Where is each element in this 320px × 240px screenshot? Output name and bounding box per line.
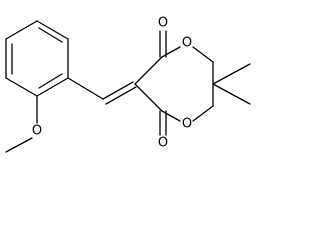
atom-labels: O O O O O <box>32 16 192 151</box>
aromatic-inner-bond <box>38 73 63 89</box>
oxygen-atom-label: O <box>158 136 168 151</box>
ring-bond <box>192 105 214 122</box>
methoxy-bond <box>5 137 33 153</box>
ring-bond <box>36 77 69 97</box>
molecule-drawing: O O O O O <box>5 16 251 153</box>
aromatic-inner-bond <box>38 27 63 43</box>
ring-bond <box>36 20 69 40</box>
oxygen-atom-label: O <box>182 117 192 132</box>
exocyclic-double-bond <box>105 86 137 105</box>
ring-bond <box>134 56 163 85</box>
bond-lines <box>5 20 251 153</box>
oxygen-atom-label: O <box>32 124 42 139</box>
ring-bond <box>5 77 38 97</box>
ring-bond <box>161 110 181 122</box>
methyl-bond <box>212 63 251 85</box>
ring-bond <box>5 20 38 40</box>
ring-bond <box>161 46 181 58</box>
ring-bond <box>134 83 163 112</box>
methyl-bond <box>212 83 251 105</box>
exocyclic-double-bond <box>102 81 134 100</box>
ring-bond <box>192 46 214 63</box>
oxygen-atom-label: O <box>182 36 192 51</box>
oxygen-atom-label: O <box>158 16 168 31</box>
ring-to-ch-bond <box>67 77 104 100</box>
structure-canvas: O O O O O <box>5 16 251 153</box>
